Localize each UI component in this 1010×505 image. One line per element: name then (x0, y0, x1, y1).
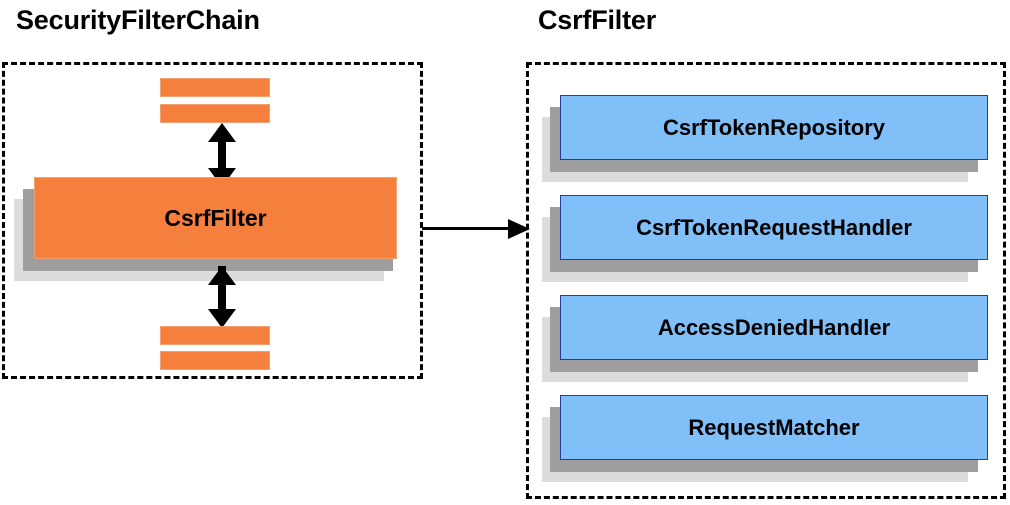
arrow-head-down (208, 309, 236, 328)
collaborator-node-csrf-token-repository: CsrfTokenRepository (542, 95, 988, 182)
csrf-filter-node: CsrfFilter (14, 177, 404, 281)
neighbor-filter-bar-below-1 (160, 326, 270, 345)
panel-title-security-filter-chain: SecurityFilterChain (16, 5, 260, 35)
collaborator-node-request-matcher: RequestMatcher (542, 395, 988, 482)
csrf-filter-node-label: CsrfFilter (34, 177, 397, 259)
collaborator-node-label: CsrfTokenRepository (560, 95, 988, 160)
collaborator-node-label: RequestMatcher (560, 395, 988, 460)
collaborator-node-label: CsrfTokenRequestHandler (560, 195, 988, 260)
collaborator-node-label: AccessDeniedHandler (560, 295, 988, 360)
arrow-shaft (218, 266, 226, 313)
neighbor-filter-bar-below-2 (160, 351, 270, 370)
collaborator-node-csrf-token-request-handler: CsrfTokenRequestHandler (542, 195, 988, 282)
neighbor-filter-bar-above-1 (160, 78, 270, 97)
arrow-head-up (208, 123, 236, 142)
arrow-head-right (508, 219, 530, 239)
collaborator-node-access-denied-handler: AccessDeniedHandler (542, 295, 988, 382)
chain-to-detail-arrow-icon (422, 219, 530, 239)
chain-arrow-below-icon (208, 266, 236, 328)
panel-title-csrf-filter: CsrfFilter (538, 5, 657, 35)
security-filter-chain-panel (2, 62, 423, 379)
csrf-filter-detail-panel (526, 62, 1006, 499)
arrow-shaft (218, 140, 226, 187)
arrow-shaft (422, 227, 510, 230)
neighbor-filter-bar-above-2 (160, 104, 270, 123)
